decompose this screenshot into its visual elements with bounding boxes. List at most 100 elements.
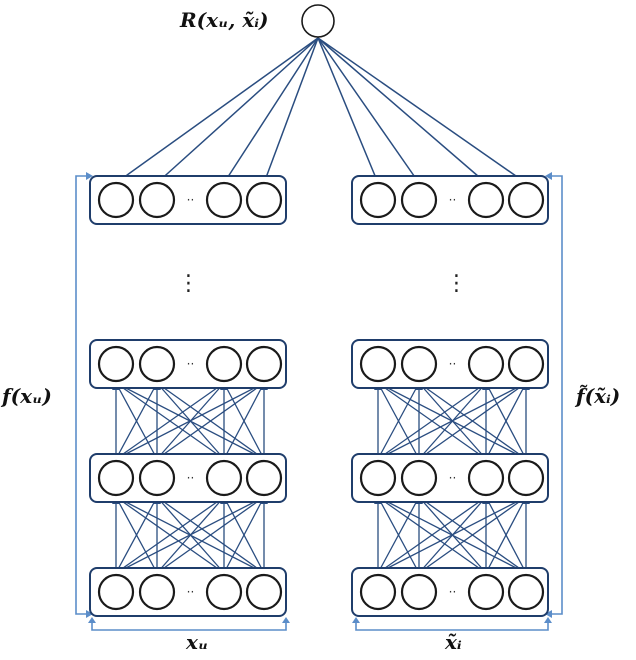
neuron-node: [205, 345, 243, 383]
vertical-ellipsis-user: ⋮: [178, 271, 200, 296]
neuron-node: [205, 459, 243, 497]
neuron-node: [245, 345, 283, 383]
edge-item-l3n0-l2n3: [377, 496, 527, 574]
neuron-node: [507, 345, 545, 383]
edge-item-l3n0-l2n2: [377, 496, 487, 574]
layer-ellipses: ⋮⋮: [178, 271, 468, 296]
neuron-node: [205, 573, 243, 611]
neuron-node: [245, 181, 283, 219]
neuron-node: [507, 459, 545, 497]
neuron-node: [138, 573, 176, 611]
right-input-bracket: [355, 623, 549, 631]
edge-item-l2n0-l1n2: [377, 382, 487, 460]
neuron-node: [467, 345, 505, 383]
edge-item-l3n2-l2n3: [485, 496, 527, 574]
layer-user-hidden-2: ··: [89, 453, 287, 503]
edge-item-l2n1-l1n3: [418, 382, 527, 460]
edge-item-l3n0-l2n1: [377, 496, 420, 574]
edge-item-l3n1-l2n3: [418, 496, 527, 574]
right-function-bracket: [552, 175, 563, 615]
neuron-node: [359, 459, 397, 497]
neuron-node: [97, 459, 135, 497]
neuron-node: [245, 459, 283, 497]
neuron-node: [359, 345, 397, 383]
output-edge-item-0: [317, 37, 379, 184]
output-edge-user-3: [263, 37, 319, 184]
node-dots: ··: [187, 585, 195, 599]
node-dots: ··: [187, 471, 195, 485]
neuron-node: [400, 459, 438, 497]
neuron-node: [467, 181, 505, 219]
edge-item-l2n2-l1n3: [485, 382, 527, 460]
layer-user-input: ··: [89, 567, 287, 617]
neuron-node: [400, 345, 438, 383]
right-input-arrow-b: [544, 617, 552, 623]
output-edge-user-2: [223, 37, 319, 184]
left-function-bracket: [75, 175, 86, 615]
item-function-label: f̃(x̃ᵢ): [576, 384, 621, 408]
right-bracket-arrow-bottom: [545, 610, 552, 618]
user-input-label: xᵤ: [186, 630, 209, 654]
neuron-node: [205, 181, 243, 219]
left-bracket-arrow-top: [86, 172, 93, 180]
output-label: R(xᵤ, x̃ᵢ): [180, 8, 269, 32]
neuron-node: [359, 573, 397, 611]
left-input-arrow-b: [282, 617, 290, 623]
layers: ·· ·· ·· ·· ·· ·· ·· ··: [89, 175, 549, 617]
output-edge-item-1: [317, 37, 420, 184]
item-input-label: x̃ᵢ: [445, 630, 462, 654]
edge-user-l2n0-l1n1: [115, 382, 158, 460]
neuron-node: [400, 181, 438, 219]
node-dots: ··: [187, 357, 195, 371]
user-function-label: f(xᵤ): [2, 384, 52, 408]
edge-item-l2n0-l1n3: [377, 382, 527, 460]
right-input-arrow-a: [352, 617, 360, 623]
layer-item-hidden-top: ··: [351, 175, 549, 225]
node-dots: ··: [449, 193, 457, 207]
output-edge-user-0: [115, 37, 319, 184]
left-input-bracket: [91, 623, 287, 631]
edge-user-l2n0-l1n2: [115, 382, 225, 460]
node-dots: ··: [449, 357, 457, 371]
node-dots: ··: [449, 585, 457, 599]
neuron-node: [507, 181, 545, 219]
layer-user-hidden-top: ··: [89, 175, 287, 225]
layer-user-hidden-3: ··: [89, 339, 287, 389]
neuron-node: [97, 573, 135, 611]
edge-item-l2n0-l1n1: [377, 382, 420, 460]
neuron-node: [138, 345, 176, 383]
layer-item-hidden-2: ··: [351, 453, 549, 503]
neuron-node: [138, 181, 176, 219]
neuron-node: [507, 573, 545, 611]
node-dots: ··: [187, 193, 195, 207]
neuron-node: [467, 459, 505, 497]
edge-user-l3n0-l2n1: [115, 496, 158, 574]
neuron-node: [97, 181, 135, 219]
edge-user-l2n0-l1n3: [115, 382, 265, 460]
edge-user-l2n2-l1n3: [223, 382, 265, 460]
edge-user-l3n1-l2n3: [156, 496, 265, 574]
output-edge-user-1: [156, 37, 319, 184]
neuron-node: [245, 573, 283, 611]
output-connections: [115, 37, 527, 184]
edge-user-l3n0-l2n3: [115, 496, 265, 574]
edge-user-l2n1-l1n3: [156, 382, 265, 460]
right-bracket-arrow-top: [545, 172, 552, 180]
left-bracket-arrow-bottom: [86, 610, 93, 618]
neuron-node: [138, 459, 176, 497]
edge-user-l3n2-l2n3: [223, 496, 265, 574]
brackets: [75, 172, 563, 631]
output-edge-item-3: [317, 37, 527, 184]
neuron-node: [97, 345, 135, 383]
left-input-arrow-a: [88, 617, 96, 623]
layer-item-input: ··: [351, 567, 549, 617]
neuron-node: [467, 573, 505, 611]
vertical-ellipsis-item: ⋮: [446, 271, 468, 296]
neuron-node: [359, 181, 397, 219]
layer-connections: [112, 382, 530, 574]
output-node: [301, 4, 335, 38]
layer-item-hidden-3: ··: [351, 339, 549, 389]
output-edge-item-2: [317, 37, 487, 184]
node-dots: ··: [449, 471, 457, 485]
